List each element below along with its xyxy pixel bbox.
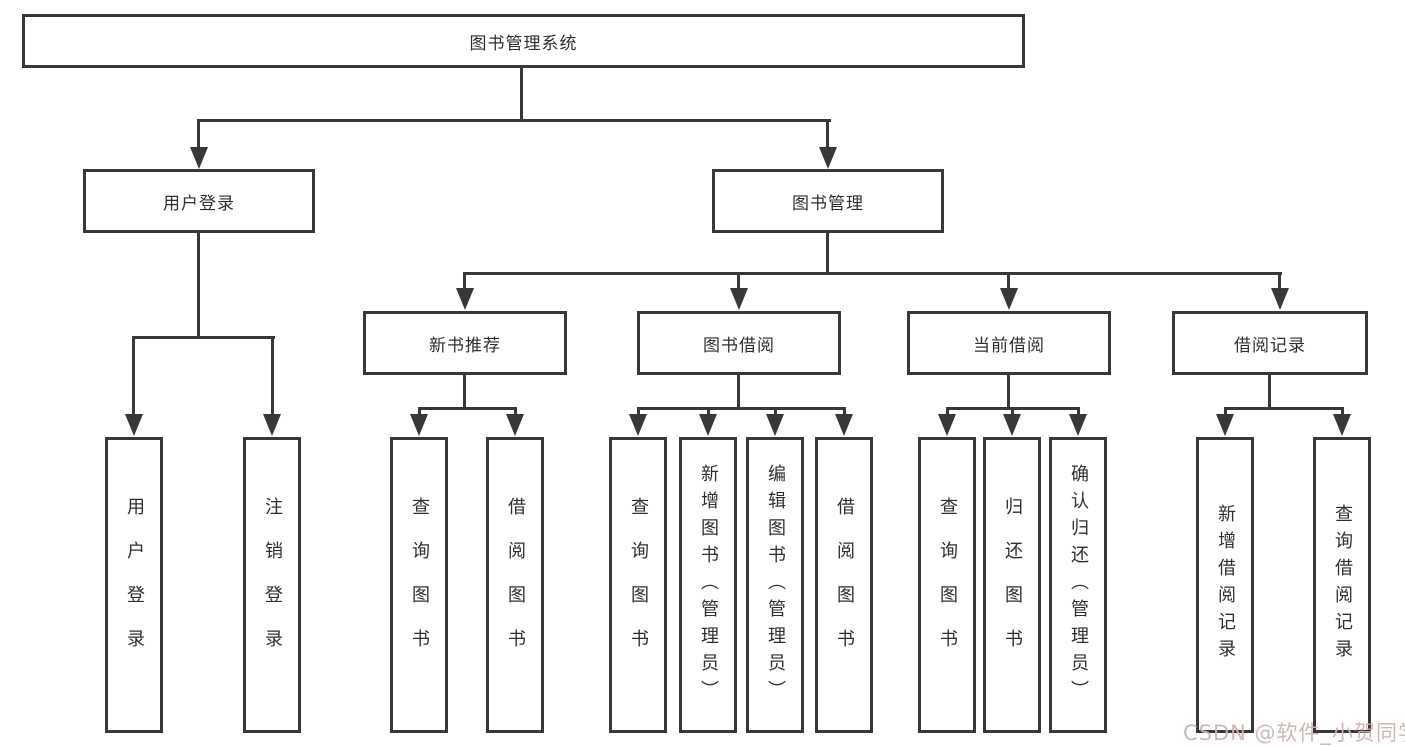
node-book-management-label: 图书管理 <box>792 193 864 214</box>
leaf-query-books: 查询图书 <box>609 437 667 733</box>
arrow-down-icon <box>1271 288 1289 310</box>
arrow-down-icon <box>766 414 784 436</box>
leaf-label: 编辑图书（管理员） <box>765 463 786 707</box>
connector-line <box>132 336 135 416</box>
arrow-down-icon <box>1216 414 1234 436</box>
connector-line <box>637 407 846 410</box>
connector-line <box>197 233 200 339</box>
arrow-down-icon <box>1069 414 1087 436</box>
connector-line <box>418 407 517 410</box>
arrow-down-icon <box>410 414 428 436</box>
node-borrowing-records: 借阅记录 <box>1172 311 1368 375</box>
node-root-label: 图书管理系统 <box>469 33 578 54</box>
node-new-book-recommend-label: 新书推荐 <box>429 335 501 356</box>
connector-line <box>1341 407 1344 418</box>
leaf-confirm-return-admin: 确认归还（管理员） <box>1049 437 1107 733</box>
arrow-down-icon <box>1000 288 1018 310</box>
leaf-label: 借阅图书 <box>834 497 855 673</box>
leaf-logout: 注销登录 <box>243 437 301 733</box>
connector-line <box>197 119 200 150</box>
leaf-label: 查询图书 <box>409 497 430 673</box>
connector-line <box>826 233 829 275</box>
arrow-down-icon <box>629 414 647 436</box>
connector-line <box>707 407 710 418</box>
arrow-down-icon <box>263 414 281 436</box>
node-current-borrowing-label: 当前借阅 <box>973 335 1045 356</box>
leaf-label: 查询借阅记录 <box>1332 504 1353 666</box>
leaf-add-books-admin: 新增图书（管理员） <box>679 437 737 733</box>
leaf-label: 确认归还（管理员） <box>1068 463 1089 707</box>
leaf-query-books: 查询图书 <box>918 437 976 733</box>
arrow-down-icon <box>125 414 143 436</box>
connector-line <box>737 375 740 409</box>
connector-line <box>463 272 466 290</box>
connector-line <box>826 119 829 150</box>
connector-line <box>737 272 740 290</box>
connector-line <box>1007 272 1010 290</box>
leaf-label: 新增图书（管理员） <box>698 463 719 707</box>
arrow-down-icon <box>1003 414 1021 436</box>
node-current-borrowing: 当前借阅 <box>907 311 1111 375</box>
connector-line <box>418 407 421 418</box>
node-book-borrowing: 图书借阅 <box>637 311 841 375</box>
leaf-return-books: 归还图书 <box>983 437 1041 733</box>
connector-line <box>946 407 949 418</box>
leaf-label: 查询图书 <box>628 497 649 673</box>
node-user-login: 用户登录 <box>83 169 315 233</box>
connector-line <box>1077 407 1080 418</box>
connector-line <box>197 119 831 122</box>
leaf-label: 用户登录 <box>124 497 145 673</box>
node-book-borrowing-label: 图书借阅 <box>703 335 775 356</box>
leaf-edit-books-admin: 编辑图书（管理员） <box>746 437 804 733</box>
arrow-down-icon <box>730 288 748 310</box>
arrow-down-icon <box>190 147 208 169</box>
csdn-watermark: CSDN @软件_小贺同学 <box>1183 721 1405 745</box>
connector-line <box>520 68 523 121</box>
connector-line <box>1278 272 1281 290</box>
arrow-down-icon <box>835 414 853 436</box>
connector-line <box>1268 375 1271 409</box>
leaf-label: 归还图书 <box>1002 497 1023 673</box>
connector-line <box>1007 375 1010 409</box>
connector-line <box>774 407 777 418</box>
node-book-management: 图书管理 <box>712 169 944 233</box>
leaf-user-login: 用户登录 <box>105 437 163 733</box>
connector-line <box>271 336 274 416</box>
arrow-down-icon <box>819 147 837 169</box>
connector-line <box>1224 407 1227 418</box>
leaf-borrow-books: 借阅图书 <box>815 437 873 733</box>
arrow-down-icon <box>938 414 956 436</box>
connector-line <box>463 375 466 409</box>
connector-line <box>1011 407 1014 418</box>
node-borrowing-records-label: 借阅记录 <box>1234 335 1306 356</box>
leaf-label: 新增借阅记录 <box>1215 504 1236 666</box>
node-new-book-recommend: 新书推荐 <box>363 311 567 375</box>
leaf-query-borrow-record: 查询借阅记录 <box>1313 437 1371 733</box>
connector-line <box>464 272 1282 275</box>
leaf-label: 借阅图书 <box>505 497 526 673</box>
leaf-query-books: 查询图书 <box>390 437 448 733</box>
connector-line <box>1224 407 1344 410</box>
arrow-down-icon <box>699 414 717 436</box>
arrow-down-icon <box>456 288 474 310</box>
connector-line <box>843 407 846 418</box>
node-root: 图书管理系统 <box>22 14 1025 68</box>
connector-line <box>514 407 517 418</box>
leaf-label: 查询图书 <box>937 497 958 673</box>
connector-line <box>637 407 640 418</box>
leaf-label: 注销登录 <box>262 497 283 673</box>
node-user-login-label: 用户登录 <box>163 193 235 214</box>
leaf-add-borrow-record: 新增借阅记录 <box>1196 437 1254 733</box>
connector-line <box>132 336 275 339</box>
leaf-borrow-books: 借阅图书 <box>486 437 544 733</box>
arrow-down-icon <box>1333 414 1351 436</box>
arrow-down-icon <box>506 414 524 436</box>
